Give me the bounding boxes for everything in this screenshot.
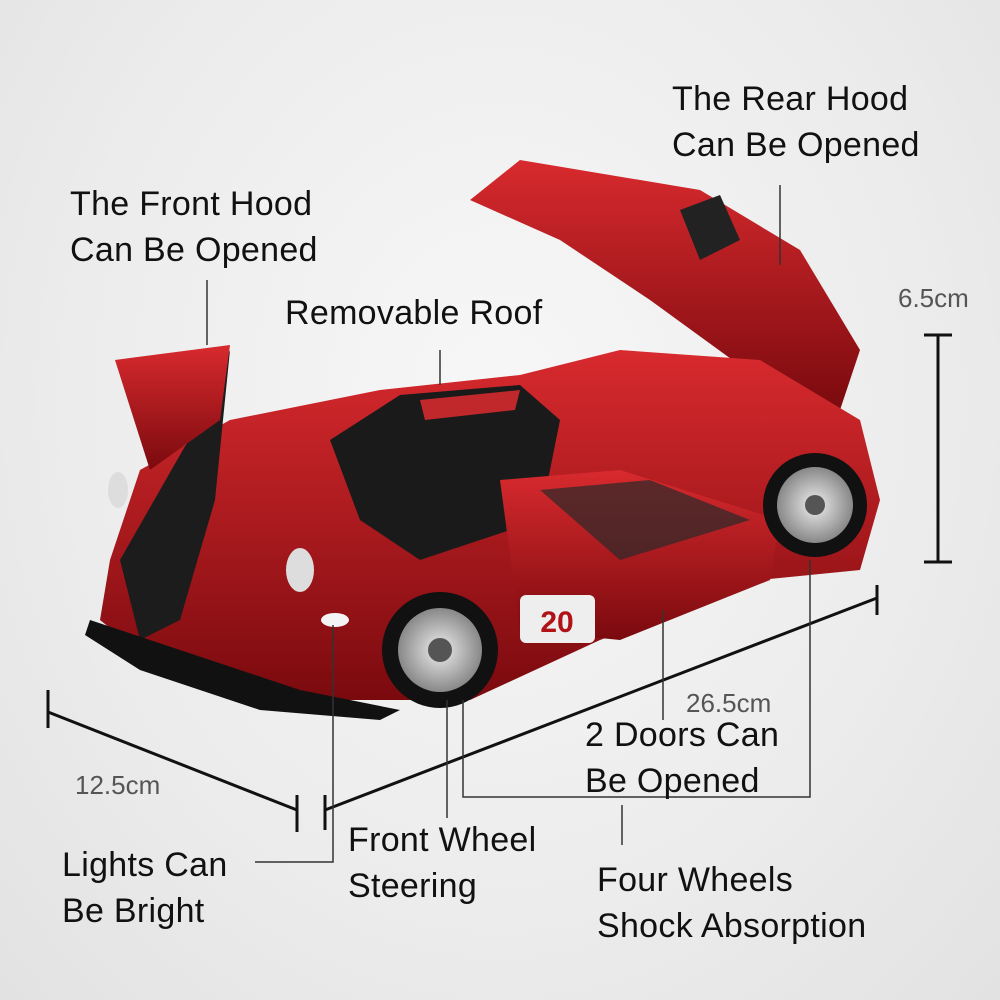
car-number: 20: [540, 606, 573, 639]
rear-wheel: [763, 453, 867, 557]
label-line: The Rear Hood: [672, 80, 909, 118]
label-line: Be Bright: [62, 892, 205, 930]
label-line: Front Wheel: [348, 821, 537, 859]
height-dimension: 6.5cm: [898, 283, 969, 313]
label-line: Lights Can: [62, 846, 228, 884]
roof-label: Removable Roof: [285, 294, 543, 332]
leader-lines: [206, 185, 811, 863]
label-line: Can Be Opened: [70, 231, 318, 269]
label-line: Be Opened: [585, 762, 760, 800]
lights-label: Lights Can Be Bright: [62, 842, 228, 934]
label-line: Can Be Opened: [672, 126, 920, 164]
label-line: Shock Absorption: [597, 907, 867, 945]
front-wheel: [382, 592, 498, 708]
width-dimension: 12.5cm: [75, 770, 161, 800]
label-line: Four Wheels: [597, 861, 794, 899]
length-dimension: 26.5cm: [686, 688, 772, 718]
label-line: 2 Doors Can: [585, 716, 780, 754]
car-model: [85, 160, 880, 720]
number-plate: [520, 595, 595, 643]
label-line: Steering: [348, 867, 478, 905]
doors-label: 2 Doors Can Be Opened: [585, 712, 779, 804]
dimension-lines: [46, 333, 952, 832]
label-line: The Front Hood: [70, 185, 313, 223]
